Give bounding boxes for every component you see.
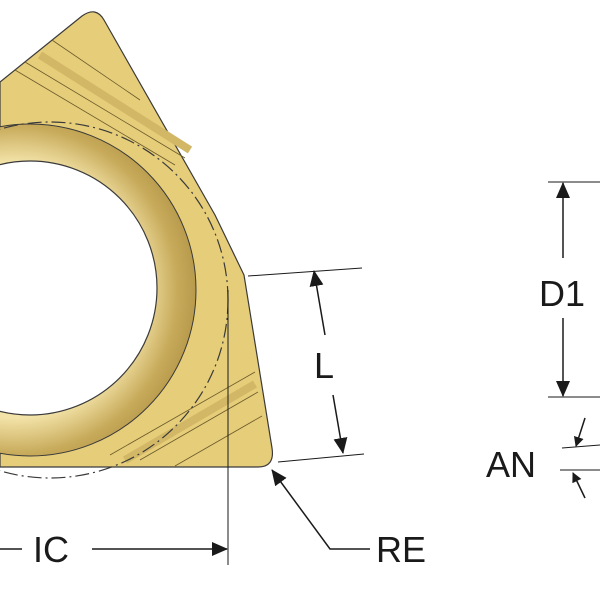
an-arrow-bottom [572,472,586,499]
an-label: AN [486,444,536,485]
l-label: L [314,345,334,386]
re-label: RE [376,529,426,570]
re-leader [271,469,370,550]
d1-label: D1 [539,273,585,314]
ic-label: IC [33,529,69,570]
an-line-top [561,444,600,449]
an-arrow-top [573,417,586,447]
chipbreaker-grooves [14,39,263,467]
l-extension-top [247,267,363,277]
l-arrow-up [309,270,326,336]
l-arrow-down [332,394,348,454]
l-extension-bottom [277,453,365,463]
center-hole [0,160,158,416]
